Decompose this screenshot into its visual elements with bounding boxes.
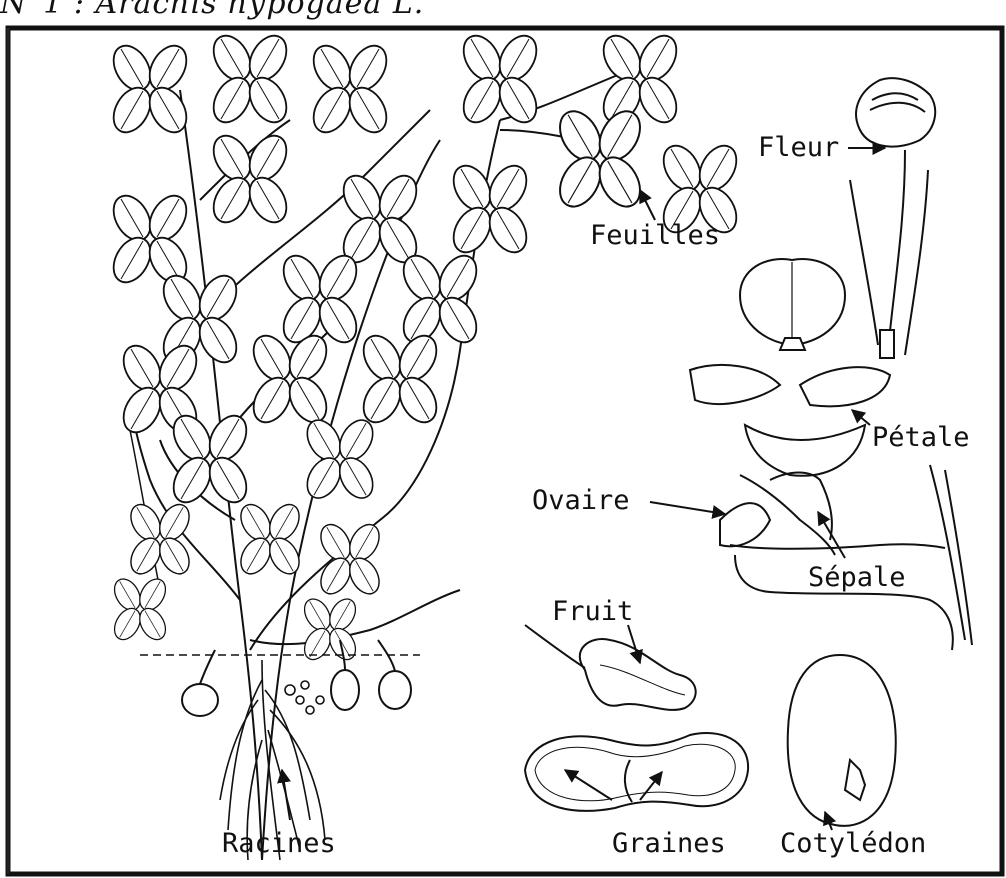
flower-drawing (850, 78, 935, 358)
label-sepale: Sépale (808, 562, 906, 593)
label-fruit: Fruit (552, 596, 633, 627)
seeds-drawing (525, 733, 748, 811)
label-graines: Graines (612, 828, 726, 859)
label-cotyledon: Cotylédon (780, 828, 926, 859)
wing-petals-drawing (690, 365, 890, 476)
flower-section-drawing (720, 465, 972, 650)
label-ovaire: Ovaire (532, 485, 630, 516)
label-petale: Pétale (872, 422, 970, 453)
underground-pods (182, 640, 411, 716)
label-fleur: Fleur (758, 132, 839, 163)
label-feuilles: Feuilles (590, 220, 720, 251)
leaf-cluster (106, 29, 744, 664)
fruit-drawing (525, 625, 696, 710)
label-racines: Racines (222, 828, 336, 859)
cotyledon-drawing (788, 655, 896, 826)
standard-petal-drawing (740, 259, 845, 350)
